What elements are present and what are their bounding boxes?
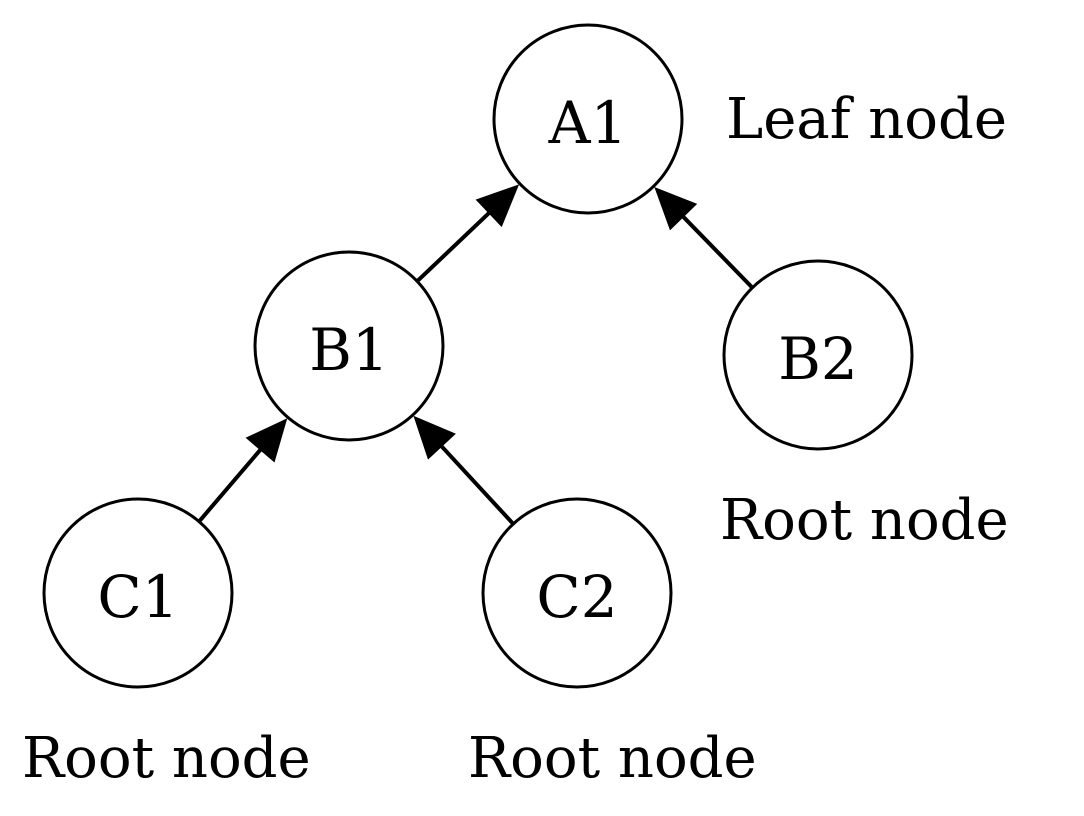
annotation-c2: Root node [468,726,757,791]
annotation-a1: Leaf node [726,87,1007,152]
edge-b2-to-a1-arrowhead [654,187,698,231]
node-a1-circle [492,23,684,215]
node-c1-label: C1 [97,563,178,631]
edge-b1-to-a1-line [416,210,492,283]
annotation-b2: Root node [720,488,1009,553]
edge-b2-to-a1-line [680,214,754,289]
node-c1: C1 [42,497,234,689]
node-b2: B2 [722,259,914,451]
node-c1-circle [42,497,234,689]
node-b1-circle [253,250,445,442]
node-b1: B1 [253,250,445,442]
node-b2-circle [722,259,914,451]
edge-c1-to-b1-line [198,447,263,523]
node-c2: C2 [481,497,673,689]
annotation-c1: Root node [22,726,311,791]
node-c2-circle [481,497,673,689]
node-b2-label: B2 [778,325,858,393]
edge-c2-to-b1-arrowhead [413,415,456,460]
node-c2-label: C2 [536,563,617,631]
edges-group [198,184,754,525]
edge-c1-to-b1-arrowhead [245,418,288,463]
node-b1-label: B1 [309,316,389,384]
node-a1-label: A1 [548,89,628,157]
node-a1: A1 [492,23,684,215]
edge-b1-to-a1-arrowhead [475,184,520,228]
edge-c2-to-b1-line [439,443,515,525]
